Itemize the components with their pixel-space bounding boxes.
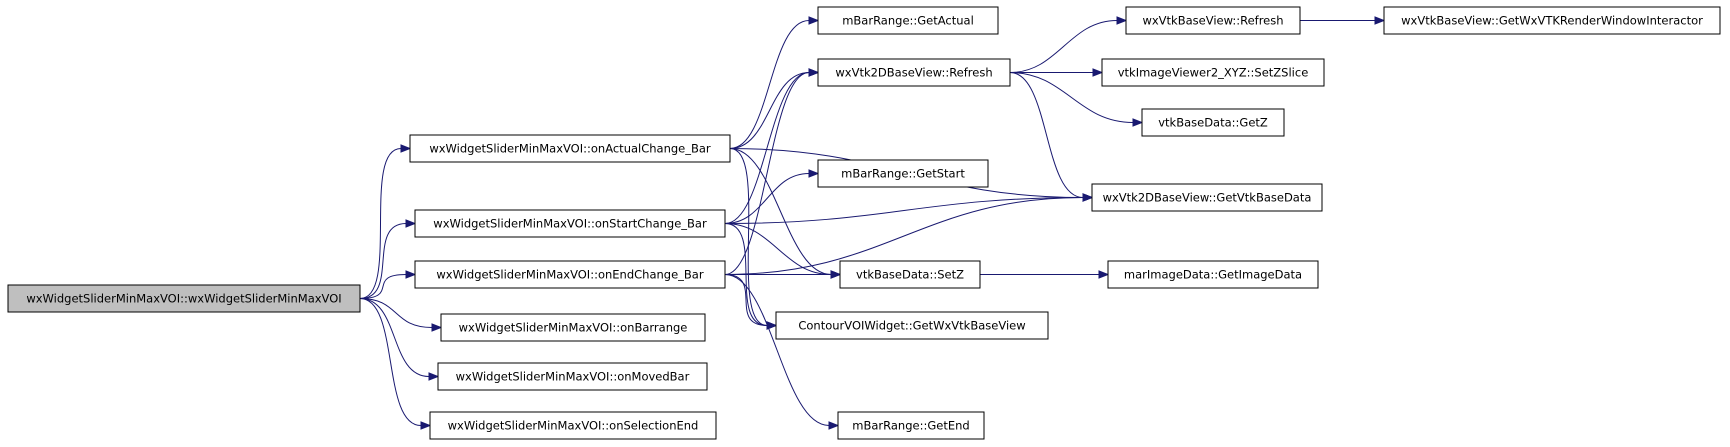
call-edge: [724, 274, 840, 430]
arrowhead-icon: [1082, 193, 1094, 202]
node-label: vtkBaseData::SetZ: [856, 268, 964, 282]
function-node[interactable]: wxWidgetSliderMinMaxVOI::onStartChange_B…: [414, 209, 726, 238]
node-box: [775, 311, 1049, 340]
node-label: mBarRange::GetStart: [841, 167, 965, 181]
node-box: [817, 159, 989, 188]
node-box: [839, 260, 981, 289]
function-node[interactable]: ContourVOIWidget::GetWxVtkBaseView: [775, 311, 1049, 340]
call-edge: [359, 298, 443, 332]
call-edge: [359, 298, 440, 381]
node-label: vtkBaseData::GetZ: [1158, 116, 1268, 130]
call-edge: [729, 68, 820, 149]
arrowhead-icon: [808, 16, 820, 25]
function-node[interactable]: wxVtkBaseView::GetWxVTKRenderWindowInter…: [1383, 6, 1721, 35]
node-box: [1383, 6, 1721, 35]
call-edge: [724, 193, 1094, 224]
call-edge: [359, 298, 432, 430]
arrowhead-icon: [1374, 16, 1386, 25]
call-edge: [359, 270, 417, 299]
arrowhead-icon: [808, 68, 820, 77]
call-edge: [1300, 16, 1386, 25]
node-box: [437, 362, 708, 391]
arrowhead-icon: [828, 421, 840, 430]
node-label: wxWidgetSliderMinMaxVOI::onMovedBar: [456, 370, 690, 384]
node-label: wxVtk2DBaseView::GetVtkBaseData: [1103, 191, 1312, 205]
call-edge: [1009, 16, 1128, 73]
function-node[interactable]: wxVtk2DBaseView::Refresh: [817, 58, 1011, 87]
node-label: mBarRange::GetActual: [842, 14, 974, 28]
arrowhead-icon: [1098, 270, 1110, 279]
node-label: wxWidgetSliderMinMaxVOI::onEndChange_Bar: [436, 268, 703, 282]
node-label: wxWidgetSliderMinMaxVOI::onStartChange_B…: [433, 217, 707, 231]
arrowhead-icon: [405, 219, 417, 228]
node-box: [409, 134, 731, 163]
call-edge: [724, 223, 842, 279]
call-edge: [1010, 68, 1104, 77]
arrowhead-icon: [1116, 16, 1128, 25]
node-box: [817, 6, 999, 35]
function-node[interactable]: vtkBaseData::GetZ: [1141, 108, 1285, 137]
arrowhead-icon: [1132, 118, 1144, 127]
node-box: [1091, 183, 1323, 212]
node-label: vtkImageViewer2_XYZ::SetZSlice: [1118, 66, 1309, 80]
arrowhead-icon: [830, 270, 842, 279]
call-edge: [1009, 72, 1094, 202]
call-edge: [1009, 72, 1144, 127]
arrowhead-icon: [405, 270, 417, 279]
call-edge: [729, 148, 778, 330]
node-box: [7, 284, 361, 313]
function-node[interactable]: wxWidgetSliderMinMaxVOI::onSelectionEnd: [429, 411, 717, 440]
node-box: [429, 411, 717, 440]
node-label: wxWidgetSliderMinMaxVOI::onSelectionEnd: [448, 419, 699, 433]
function-node[interactable]: wxWidgetSliderMinMaxVOI::onMovedBar: [437, 362, 708, 391]
node-box: [1107, 260, 1319, 289]
node-box: [1125, 6, 1301, 35]
node-box: [414, 260, 726, 289]
node-box: [414, 209, 726, 238]
node-label: wxWidgetSliderMinMaxVOI::onBarrange: [459, 321, 688, 335]
function-node[interactable]: wxWidgetSliderMinMaxVOI::onBarrange: [440, 313, 706, 342]
function-node[interactable]: vtkBaseData::SetZ: [839, 260, 981, 289]
call-nodes: wxWidgetSliderMinMaxVOI::wxWidgetSliderM…: [7, 6, 1721, 440]
node-box: [837, 411, 985, 440]
node-label: mBarRange::GetEnd: [852, 419, 969, 433]
node-label: ContourVOIWidget::GetWxVtkBaseView: [798, 319, 1025, 333]
function-node[interactable]: mBarRange::GetActual: [817, 6, 999, 35]
call-edge: [980, 270, 1110, 279]
function-node[interactable]: vtkImageViewer2_XYZ::SetZSlice: [1101, 58, 1325, 87]
call-edge: [724, 68, 820, 275]
function-node[interactable]: wxVtkBaseView::Refresh: [1125, 6, 1301, 35]
arrowhead-icon: [431, 323, 443, 332]
arrowhead-icon: [400, 144, 412, 153]
function-node[interactable]: wxVtk2DBaseView::GetVtkBaseData: [1091, 183, 1323, 212]
node-label: wxWidgetSliderMinMaxVOI::wxWidgetSliderM…: [26, 292, 341, 306]
arrowhead-icon: [428, 372, 440, 381]
root-function-node[interactable]: wxWidgetSliderMinMaxVOI::wxWidgetSliderM…: [7, 284, 361, 313]
call-edge: [359, 219, 417, 299]
node-box: [817, 58, 1011, 87]
call-edge: [724, 169, 820, 224]
node-label: wxWidgetSliderMinMaxVOI::onActualChange_…: [429, 142, 711, 156]
node-label: wxVtk2DBaseView::Refresh: [835, 66, 992, 80]
function-node[interactable]: wxWidgetSliderMinMaxVOI::onEndChange_Bar: [414, 260, 726, 289]
node-box: [440, 313, 706, 342]
node-label: marImageData::GetImageData: [1124, 268, 1302, 282]
arrowhead-icon: [808, 169, 820, 178]
node-box: [1141, 108, 1285, 137]
function-node[interactable]: wxWidgetSliderMinMaxVOI::onActualChange_…: [409, 134, 731, 163]
function-node[interactable]: mBarRange::GetEnd: [837, 411, 985, 440]
function-node[interactable]: marImageData::GetImageData: [1107, 260, 1319, 289]
node-box: [1101, 58, 1325, 87]
call-edge: [359, 144, 412, 299]
arrowhead-icon: [420, 421, 432, 430]
node-label: wxVtkBaseView::Refresh: [1142, 14, 1283, 28]
call-edge: [729, 16, 820, 149]
node-label: wxVtkBaseView::GetWxVTKRenderWindowInter…: [1401, 14, 1703, 28]
function-node[interactable]: mBarRange::GetStart: [817, 159, 989, 188]
arrowhead-icon: [1092, 68, 1104, 77]
